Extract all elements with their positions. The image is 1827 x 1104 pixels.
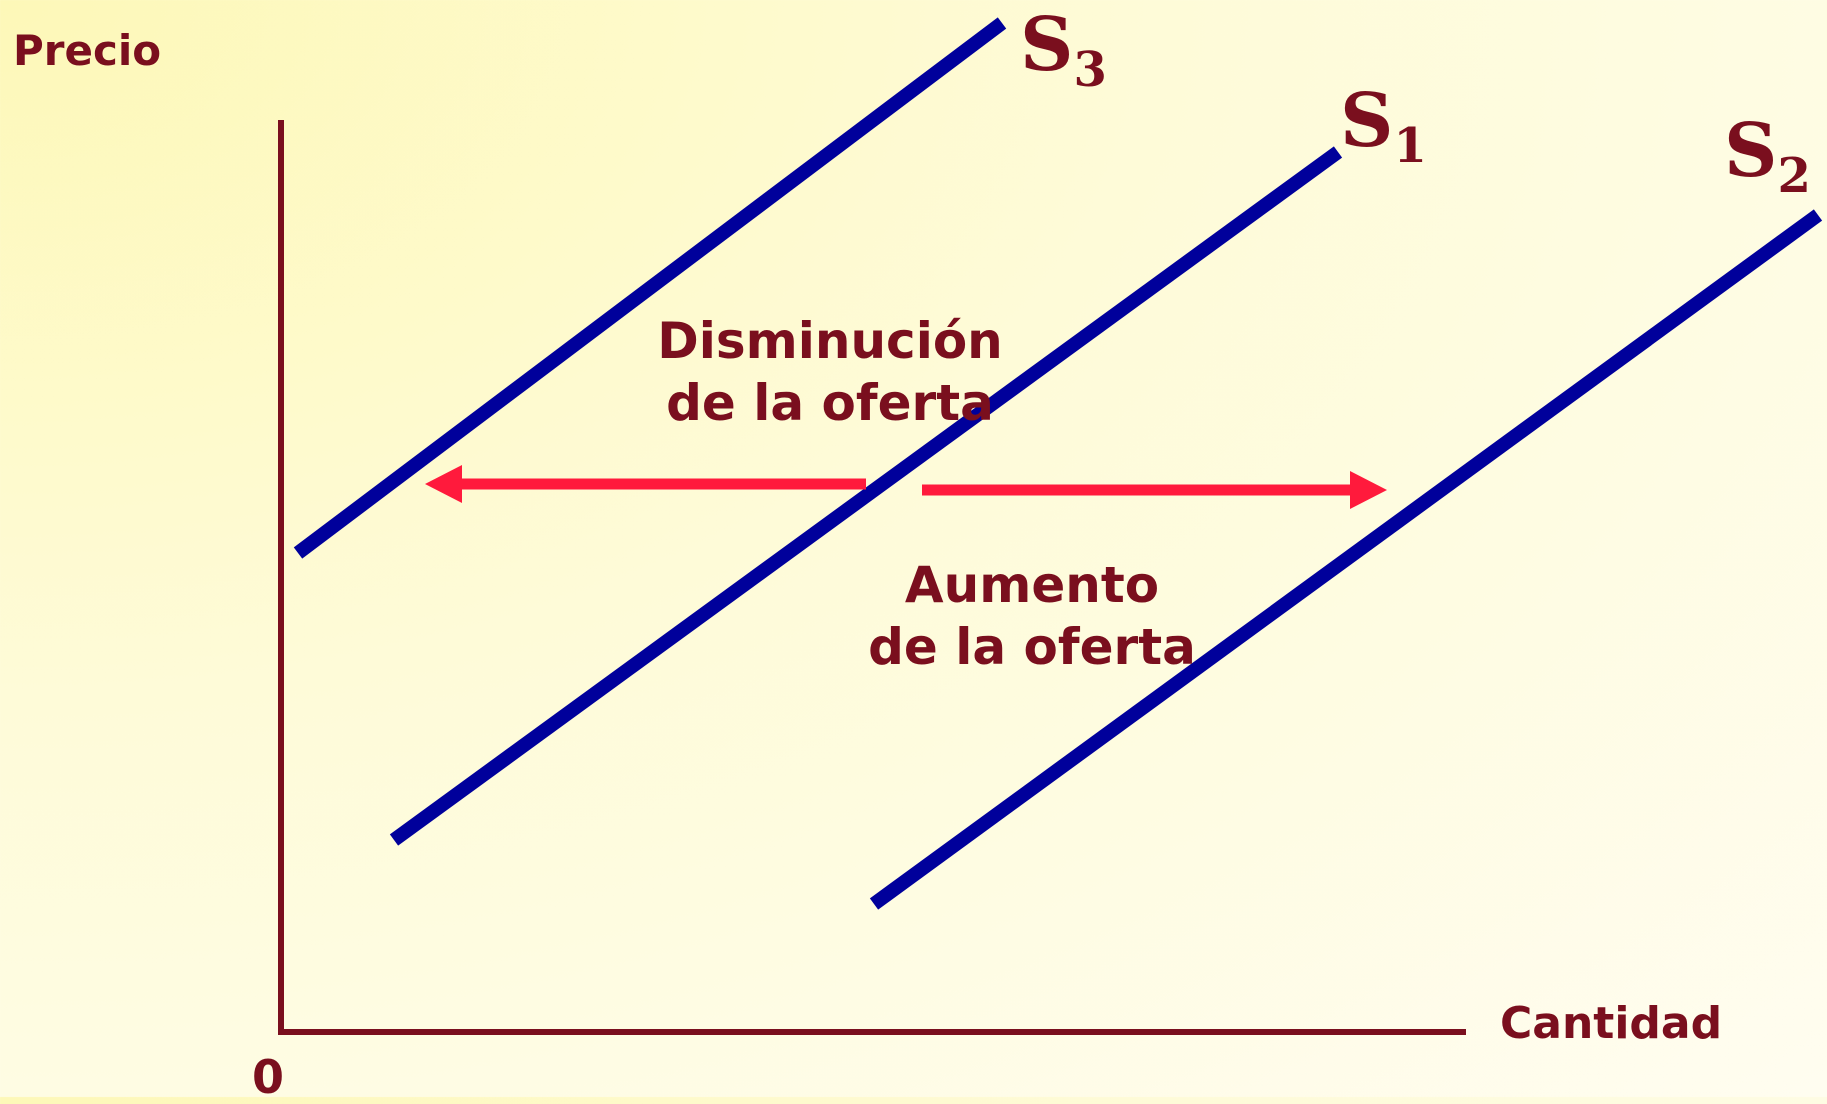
decrease-annotation-line2: de la oferta xyxy=(666,374,994,432)
x-axis-label: Cantidad xyxy=(1500,998,1723,1049)
increase-annotation-line2: de la oferta xyxy=(868,618,1196,676)
curve-label-s3-base: S xyxy=(1020,2,1074,88)
supply-curve-s2 xyxy=(869,209,1823,910)
increase-annotation: Aumento de la oferta xyxy=(812,554,1252,678)
decrease-annotation: Disminución de la oferta xyxy=(610,310,1050,434)
curve-label-s2-sub: 2 xyxy=(1777,148,1811,204)
supply-curve-s3 xyxy=(293,17,1007,559)
decrease-annotation-line1: Disminución xyxy=(657,312,1003,370)
curve-label-s3: S3 xyxy=(1020,8,1107,94)
curve-label-s3-sub: 3 xyxy=(1073,42,1107,98)
origin-label: 0 xyxy=(252,1050,285,1104)
curve-label-s2: S2 xyxy=(1724,114,1811,200)
y-axis-label: Precio xyxy=(13,26,162,75)
curve-label-s2-base: S xyxy=(1724,108,1778,194)
increase-annotation-line1: Aumento xyxy=(904,556,1160,614)
curve-label-s1: S1 xyxy=(1340,84,1427,170)
curve-label-s1-base: S xyxy=(1340,78,1394,164)
curve-label-s1-sub: 1 xyxy=(1393,118,1427,174)
increase-arrow-head xyxy=(1350,471,1387,509)
supply-curve-s1 xyxy=(389,146,1343,846)
decrease-arrow-head xyxy=(425,465,462,503)
